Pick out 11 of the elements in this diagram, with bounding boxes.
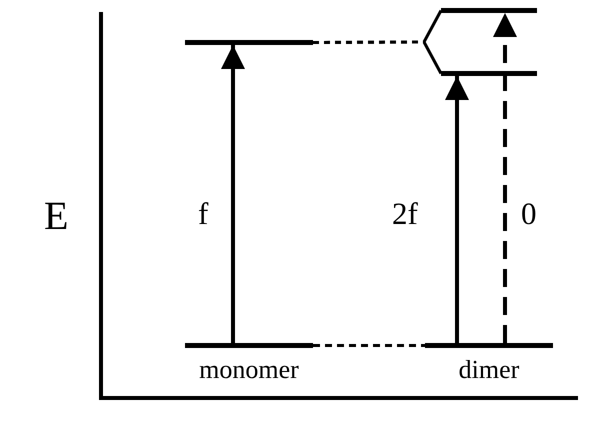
energy-level-bar — [441, 8, 537, 13]
level-caption: dimer — [458, 357, 520, 383]
connector-line — [313, 344, 425, 347]
energy-level-bar — [441, 71, 537, 76]
arrow — [493, 13, 517, 343]
energy-level-bar — [185, 40, 313, 45]
axis-label: E — [44, 196, 68, 236]
arrow — [221, 45, 245, 343]
level-caption: monomer — [199, 357, 299, 383]
arrow — [445, 76, 469, 343]
connector-line — [313, 40, 442, 74]
